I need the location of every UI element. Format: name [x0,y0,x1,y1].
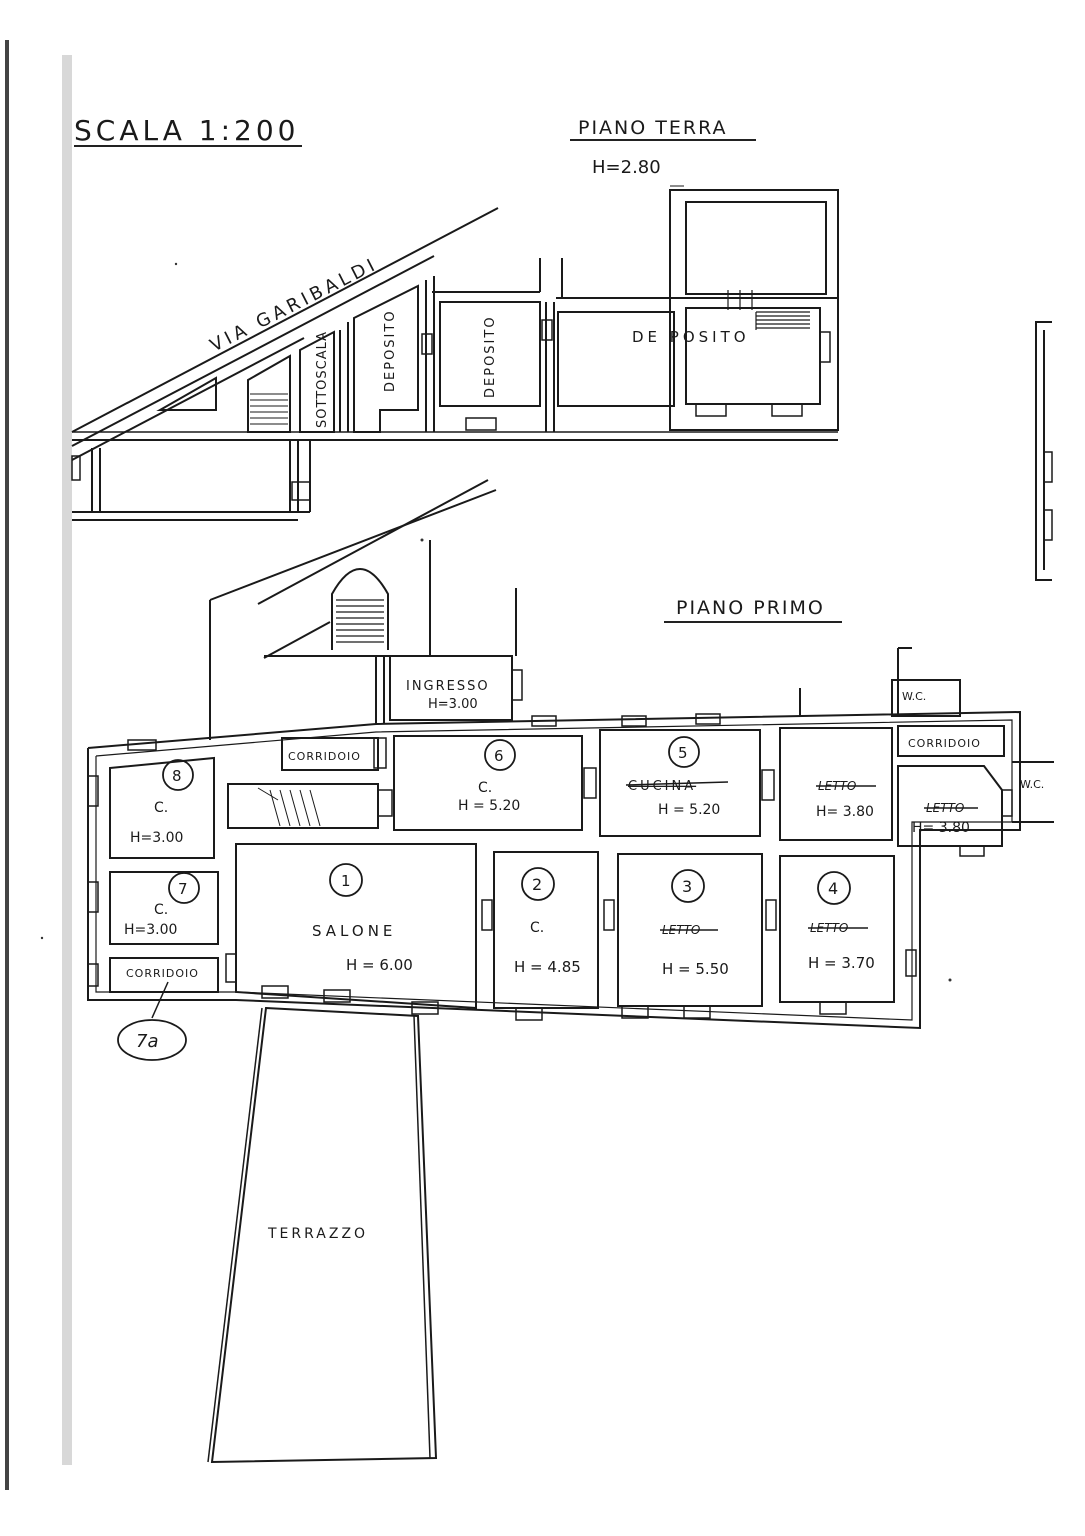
room-5-label: CUCINA [628,779,696,794]
circle-room-7 [168,872,200,904]
terrazzo-label: TERRAZZO [267,1226,368,1242]
circle-room-8 [162,759,194,791]
scan-dot [174,262,178,266]
scan-edge-line [5,40,9,1490]
room-7-number: 7 [178,880,188,898]
room-8-height: H=3.00 [130,830,183,846]
room-8-number: 8 [172,767,182,785]
room-deposito-a-label: DEPOSITO [383,309,398,392]
ground-floor-title: PIANO TERRA [578,117,728,139]
corridoio-bottom-left-label: CORRIDOIO [126,967,199,980]
first-floor-plan [87,451,1054,1464]
room-7a-number: 7a [136,1031,158,1052]
room-2-height: H = 4.85 [514,958,581,976]
scan-binding-shadow [62,55,72,1465]
ingresso-label: INGRESSO [406,679,490,694]
ingresso-height: H=3.00 [428,697,478,712]
room-deposito-b-label: DEPOSITO [483,315,498,398]
circle-room-6 [484,739,516,771]
circle-room-7a [117,1019,187,1061]
circle-room-3 [671,869,705,903]
room-deposito-c-label: DE POSITO [632,328,750,346]
room-6-label: C. [478,780,492,796]
room-letto-b-height: H= 3.80 [912,820,970,836]
room-6-height: H = 5.20 [458,798,520,814]
room-7-height: H=3.00 [124,922,177,938]
ground-floor-height: H=2.80 [592,157,661,178]
room-sottoscala-label: SOTTOSCALA [315,331,330,428]
room-number-circles [117,736,851,1061]
room-7-label: C. [154,902,168,918]
street-label: VIA GARIBALDI [207,253,382,356]
ground-floor-plan [71,185,1052,581]
room-letto-a-height: H= 3.80 [816,804,874,820]
scale-label: SCALA 1:200 [74,114,299,147]
scan-dot [420,538,424,542]
room-4-number: 4 [828,879,838,898]
room-1-label: SALONE [312,922,396,940]
room-3-height: H = 5.50 [662,960,729,978]
circle-room-1 [329,863,363,897]
room-1-number: 1 [341,872,351,890]
room-1-height: H = 6.00 [346,956,413,974]
circle-room-2 [521,867,555,901]
room-6-number: 6 [494,747,504,765]
room-8-label: C. [154,800,168,816]
room-2-number: 2 [532,875,542,894]
circle-room-4 [817,871,851,905]
wc-top-label: W.C. [902,690,926,703]
circle-room-5 [668,736,700,768]
corridoio-top-left-label: CORRIDOIO [288,750,361,763]
room-5-number: 5 [678,744,688,762]
first-floor-title: PIANO PRIMO [676,597,825,619]
arrow-room-7a [151,981,169,1019]
room-4-height: H = 3.70 [808,954,875,972]
room-5-strike [625,781,729,786]
scan-dot [40,936,44,940]
room-3-number: 3 [682,877,692,896]
corridoio-top-right-label: CORRIDOIO [908,737,981,750]
room-2-label: C. [530,920,544,936]
room-5-height: H = 5.20 [658,802,720,818]
wc-right-label: W.C. [1020,778,1044,791]
scan-dot [948,978,952,982]
